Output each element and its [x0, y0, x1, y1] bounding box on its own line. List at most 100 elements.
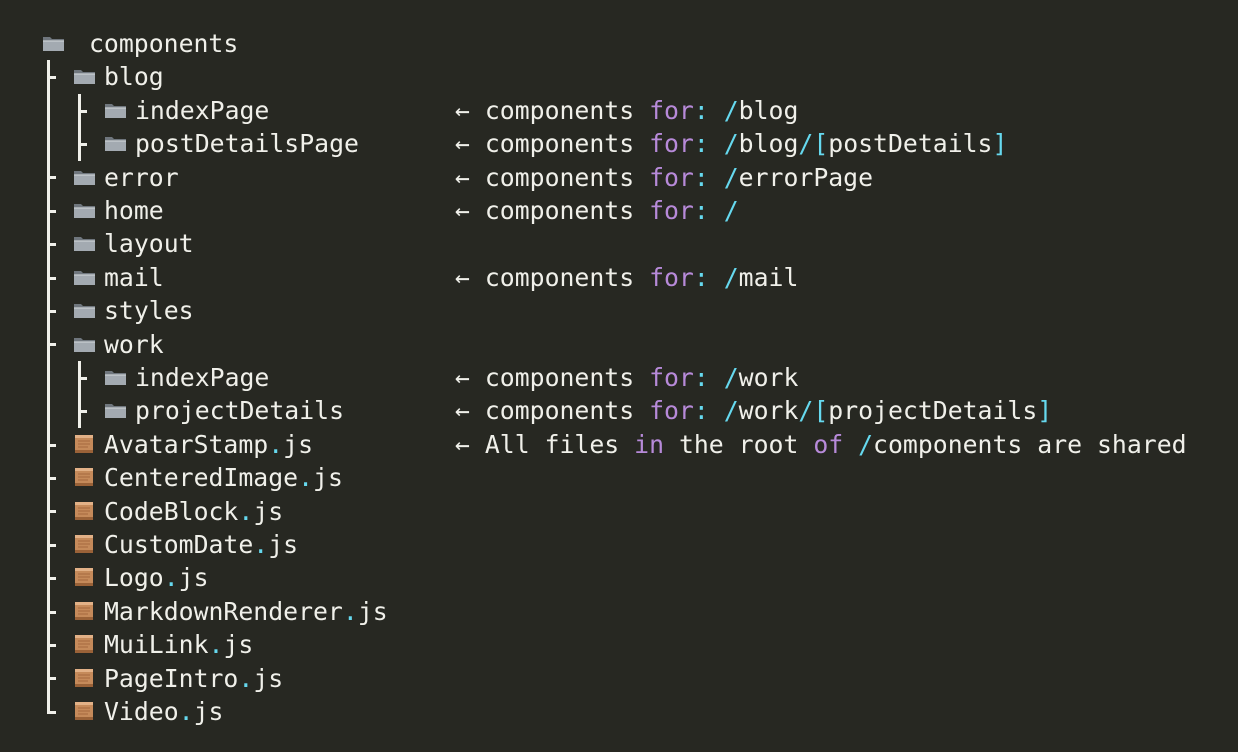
route-path-part: blog [738, 95, 799, 125]
route-path-part: [ [813, 396, 829, 426]
folder-name: projectDetails [135, 394, 344, 427]
comment-keyword: for [649, 363, 694, 392]
tree-branch-tick [47, 643, 56, 647]
extension-dot: . [163, 563, 179, 593]
tree-branch-tick [47, 610, 56, 614]
tree-branch-tick [47, 443, 56, 447]
extension-dot: . [208, 630, 224, 660]
comment-prefix: ← components [455, 196, 650, 225]
tree-branch-tick [47, 577, 56, 581]
tree-branch-tick [78, 142, 87, 146]
folder-name: home [104, 194, 164, 227]
name-text: CodeBlock [104, 496, 239, 526]
name-text: AvatarStamp [104, 429, 269, 459]
tree-guide-line [47, 394, 50, 428]
route-path-part: / [798, 129, 814, 159]
name-text: mail [104, 262, 164, 292]
tree-branch-tick [47, 677, 56, 681]
name-text: home [104, 196, 164, 225]
scroll-file-icon [75, 668, 93, 687]
comment-prefix: ← components [455, 162, 650, 192]
tree-branch-tick [47, 543, 56, 547]
tree-branch-tick [47, 243, 56, 247]
folder-icon [74, 337, 95, 352]
route-path-part: blog [738, 129, 799, 159]
route-path-part: ] [1037, 396, 1053, 426]
tree-branch-tick [47, 510, 56, 514]
name-text: styles [104, 296, 194, 326]
comment-keyword: for [649, 95, 694, 125]
comment-text: components are shared [873, 429, 1187, 459]
comment-text [843, 430, 858, 459]
comment-prefix: ← components [455, 129, 650, 159]
folder-icon [105, 137, 126, 152]
folder-name: layout [104, 227, 194, 260]
scroll-file-icon [75, 702, 93, 720]
scroll-file-icon [75, 434, 93, 453]
comment-prefix: ← components [455, 95, 650, 125]
name-text: indexPage [135, 95, 270, 125]
file-name: Video.js [104, 695, 223, 728]
extension-text: js [268, 530, 299, 559]
folder-name: indexPage [135, 361, 269, 394]
extension-dot: . [238, 496, 254, 526]
route-path-part: projectDetails [828, 396, 1038, 426]
folder-icon [105, 404, 126, 419]
tree-branch-tick [78, 376, 87, 380]
tree-guide-line [47, 695, 50, 713]
file-name: Logo.js [104, 561, 209, 594]
comment-text: the root [664, 429, 814, 459]
folder-name: indexPage [135, 94, 269, 127]
folder-name: styles [104, 294, 194, 327]
comment-keyword: for [649, 129, 694, 159]
extension-text: js [253, 663, 284, 693]
comment-colon: : [693, 262, 724, 292]
scroll-file-icon [75, 468, 93, 487]
folder-icon [105, 371, 126, 385]
file-name: MuiLink.js [104, 628, 253, 661]
comment-colon: : [693, 396, 724, 426]
root-label: components [89, 29, 239, 58]
comment-colon: : [693, 129, 724, 159]
tree-root[interactable]: components [0, 27, 238, 60]
name-text: postDetailsPage [135, 129, 359, 159]
comment-keyword: for [649, 162, 694, 192]
comment-keyword: for [649, 262, 694, 292]
comment-keyword: for [649, 196, 694, 225]
route-path-part: work [738, 396, 799, 426]
route-path-part: ] [992, 129, 1008, 159]
name-text: Video [104, 697, 179, 726]
route-comment: ← components for: / [455, 194, 739, 227]
route-path-part: / [723, 129, 739, 159]
name-text: CenteredImage [104, 463, 299, 493]
route-path-part: / [723, 262, 739, 292]
extension-text: js [178, 563, 209, 593]
folder-icon [74, 270, 95, 285]
extension-text: js [313, 463, 343, 493]
name-text: indexPage [135, 363, 270, 392]
comment-prefix: ← components [455, 363, 650, 392]
extension-dot: . [253, 530, 269, 559]
route-comment: ← components for: /errorPage [455, 161, 873, 194]
file-name: MarkdownRenderer.js [104, 595, 388, 628]
route-path-part: / [798, 396, 814, 426]
route-comment: ← components for: /work/[projectDetails] [455, 394, 1052, 427]
file-name: CenteredImage.js [104, 461, 343, 494]
route-path-part: / [723, 196, 739, 225]
route-comment: ← components for: /work [455, 361, 798, 394]
name-text: MarkdownRenderer [104, 596, 343, 626]
comment-prefix: ← components [455, 262, 650, 292]
comment-text: / [858, 429, 874, 459]
tree-branch-tick [47, 76, 56, 80]
comment-text: of [813, 429, 844, 459]
extension-text: js [253, 496, 284, 526]
extension-dot: . [298, 463, 314, 493]
tree-branch-tick [78, 109, 87, 113]
route-comment: ← components for: /blog/[postDetails] [455, 127, 1007, 160]
name-text: PageIntro [104, 663, 239, 693]
scroll-file-icon [75, 568, 93, 587]
file-name: CustomDate.js [104, 528, 298, 561]
scroll-file-icon [75, 601, 93, 620]
extension-text: js [193, 697, 224, 726]
